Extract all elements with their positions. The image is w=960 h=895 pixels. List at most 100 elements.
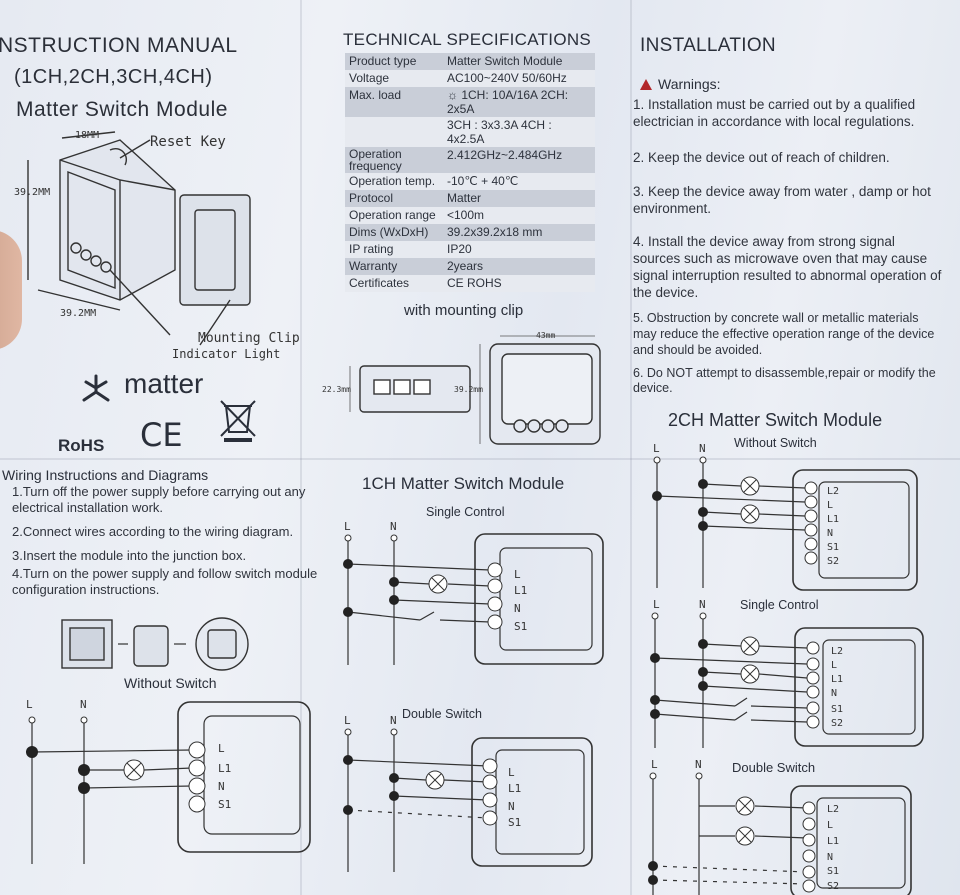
spec-key: Certificates <box>345 275 443 292</box>
ce-mark: CE <box>140 416 183 454</box>
wiring-step: 2.Connect wires according to the wiring … <box>12 524 294 539</box>
warning-item: 6. Do NOT attempt to disassemble,repair … <box>633 366 936 395</box>
terminal-label: L1 <box>827 514 839 525</box>
spec-row: Operation temp.-10℃ + 40℃ <box>345 173 595 190</box>
terminal-label: S2 <box>827 881 839 892</box>
two-ch-double-switch-label: Double Switch <box>732 760 816 775</box>
sun-icon: ☼ <box>447 88 462 102</box>
spec-key <box>345 117 443 147</box>
warning-item: 2. Keep the device out of reach of child… <box>633 150 890 165</box>
terminal-label: L1 <box>827 836 839 847</box>
fold-line <box>300 0 302 895</box>
clip-title: with mounting clip <box>404 302 524 319</box>
terminal-label: S1 <box>827 542 839 553</box>
terminal-label: N <box>508 800 515 813</box>
terminal-label: L <box>514 568 521 581</box>
spec-key: Voltage <box>345 70 443 87</box>
spec-key: Warranty <box>345 258 443 275</box>
spec-key: Operation frequency <box>345 147 443 173</box>
warning-item: 5. Obstruction by concrete wall or metal… <box>633 311 935 357</box>
spec-value: -10℃ + 40℃ <box>443 173 595 190</box>
reset-key-label: Reset Key <box>150 134 226 150</box>
spec-key: IP rating <box>345 241 443 258</box>
clip-dim-height: 39.2mm <box>454 385 483 394</box>
terminal-label: L <box>218 742 225 755</box>
matter-logo-icon <box>82 374 110 402</box>
spec-key: Operation range <box>345 207 443 224</box>
neutral-label: N <box>699 442 706 455</box>
line-label: L <box>344 520 351 533</box>
wiring-step: 4.Turn on the power supply and follow sw… <box>12 566 318 597</box>
clip-dim-side: 22.3mm <box>322 385 351 394</box>
line-label: L <box>26 698 33 711</box>
warning-item: 3. Keep the device away from water , dam… <box>633 184 931 216</box>
two-ch-title: 2CH Matter Switch Module <box>668 410 883 430</box>
matter-wordmark: matter <box>124 368 204 399</box>
two-ch-single-control-label: Single Control <box>740 598 819 612</box>
warnings-heading: Warnings: <box>640 76 721 92</box>
dim-height: 39.2MM <box>14 187 50 198</box>
rohs-mark: RoHS <box>58 436 105 455</box>
clip-dim-top: 43mm <box>536 331 555 340</box>
specs-title: TECHNICAL SPECIFICATIONS <box>343 30 592 49</box>
one-ch-double-switch-diagram: L N L L1 N S1 <box>343 714 593 872</box>
terminal-label: S1 <box>831 704 843 715</box>
spec-value: 2.412GHz~2.484GHz <box>443 147 595 173</box>
fold-line <box>630 0 632 895</box>
spec-value: 2years <box>443 258 595 275</box>
spec-value: 39.2x39.2x18 mm <box>443 224 595 241</box>
terminal-label: L1 <box>218 762 231 775</box>
neutral-label: N <box>699 598 706 611</box>
terminal-label: S1 <box>827 866 839 877</box>
module-title: Matter Switch Module <box>16 98 228 121</box>
spec-key: Product type <box>345 53 443 70</box>
spec-key: Dims (WxDxH) <box>345 224 443 241</box>
mounting-clip-label: Mounting Clip <box>198 331 300 346</box>
wiring-step: 3.Insert the module into the junction bo… <box>12 548 247 563</box>
terminal-label: L1 <box>514 584 527 597</box>
terminal-label: L2 <box>827 804 839 815</box>
installation-title: INSTALLATION <box>640 35 776 56</box>
terminal-label: N <box>831 688 837 699</box>
warnings-label: Warnings: <box>658 76 721 92</box>
spec-value: Matter Switch Module <box>443 53 595 70</box>
terminal-label: S1 <box>508 816 521 829</box>
one-ch-without-switch-label: Without Switch <box>124 675 217 691</box>
spec-value: Matter <box>443 190 595 207</box>
terminal-label: S2 <box>827 556 839 567</box>
spec-row: Dims (WxDxH)39.2x39.2x18 mm <box>345 224 595 241</box>
terminal-label: L <box>827 820 833 831</box>
one-ch-double-switch-label: Double Switch <box>402 707 482 721</box>
module-illustration: 18MM 39.2MM 39.2MM Reset Key Mounting Cl… <box>14 130 300 361</box>
terminal-label: L2 <box>827 486 839 497</box>
terminal-label: L1 <box>831 674 843 685</box>
wiring-step: 1.Turn off the power supply before carry… <box>12 484 306 515</box>
terminal-label: L2 <box>831 646 843 657</box>
one-ch-without-switch-diagram: L N L L1 N S1 <box>26 698 311 864</box>
one-ch-single-control-diagram: L N L L1 N S1 <box>343 520 604 665</box>
mounting-clip-diagram: 43mm 22.3mm 39.2mm <box>322 331 601 445</box>
neutral-label: N <box>80 698 87 711</box>
spec-key: Max. load <box>345 87 443 117</box>
terminal-label: N <box>218 780 225 793</box>
spec-row: Operation range<100m <box>345 207 595 224</box>
two-ch-without-switch-diagram: L N L2 L L1 N S1 S2 <box>652 442 918 591</box>
one-ch-single-control-label: Single Control <box>426 505 505 519</box>
crossed-out-bin-icon <box>220 400 256 442</box>
two-ch-single-control-diagram: L N L2 L L1 N S1 S2 <box>650 598 924 748</box>
warning-item: 4. Install the device away from strong s… <box>633 234 942 300</box>
spec-value: IP20 <box>443 241 595 258</box>
two-ch-without-switch-label: Without Switch <box>734 436 817 450</box>
terminal-label: L <box>831 660 837 671</box>
warning-item: 1. Installation must be carried out by a… <box>633 97 916 129</box>
line-label: L <box>651 758 658 771</box>
dim-depth: 18MM <box>75 130 99 141</box>
